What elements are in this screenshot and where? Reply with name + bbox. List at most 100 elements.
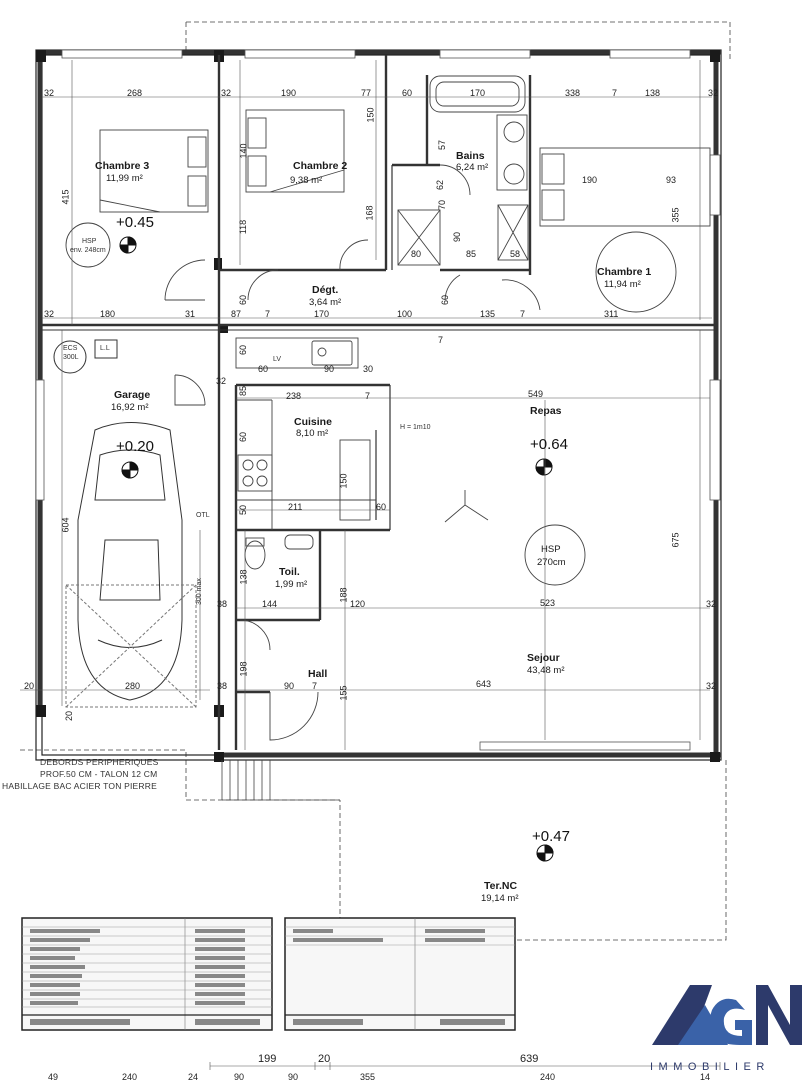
level-chambre3: +0.45 [116,214,154,231]
room-area-chambre2: 9,38 m² [290,175,323,186]
dim-label: 31 [185,309,196,319]
dim-label: 38 [217,599,228,609]
room-label-bains: Bains [456,150,485,162]
hsp-circles [65,222,677,586]
dim-label: 20 [64,710,75,722]
hsp-note-sejour: 270cm [537,557,566,568]
dim-label: 60 [376,502,387,512]
dim-label: 20 [24,681,35,691]
dim-label: 280 [125,681,141,691]
vent-symbol [444,490,489,523]
room-label-hall: Hall [308,668,328,680]
dim-label: 62 [435,179,446,191]
dim-label: 198 [238,661,249,677]
dim-label: 355 [360,1072,376,1082]
door-swings [164,164,541,741]
ecs-volume-label: 300L [63,354,79,361]
room-area-garage: 16,92 m² [111,402,149,413]
dim-label: 311 [604,309,619,319]
dim-label: 38 [217,681,228,691]
hsp-label-sejour: HSP [541,544,561,555]
dim-label: 14 [700,1072,711,1082]
dim-label: 58 [510,249,521,259]
dim-label: 49 [48,1072,59,1082]
dim-label: 190 [582,175,598,185]
room-label-degt: Dégt. [312,284,339,296]
dim-label: 7 [312,681,318,691]
dim-label: 138 [645,88,661,98]
dim-label: 168 [364,205,375,221]
dim-label: 268 [127,88,143,98]
dim-label: 523 [540,598,556,608]
dimension-lines [20,60,721,1070]
ecs-label: ECS [63,345,78,352]
dim-label: 85 [466,249,477,259]
dim-label: 50 [238,504,249,516]
note-line-3: HABILLAGE BAC ACIER TON PIERRE [2,781,157,791]
room-label-toil: Toil. [279,566,300,578]
agn-logo [652,985,802,1045]
room-label-terrace: Ter.NC [484,880,518,892]
dim-label: 135 [480,309,496,319]
level-repas: +0.64 [530,436,568,453]
dim-label: 90 [452,231,463,243]
dim-label: 60 [258,364,269,374]
dim-label: 90 [288,1072,299,1082]
car-drawing [53,339,197,708]
dim-label: 32 [221,88,232,98]
otl-label: OTL [196,512,210,519]
dim-label: 57 [437,139,448,151]
dim-label: 60 [402,88,413,98]
dim-label: 7 [365,391,371,401]
garage-door-label: 300 max [196,578,203,605]
brand-word: IMMOBILIER [650,1061,770,1073]
room-label-sejour: Sejour [527,652,560,664]
hsp-note-chambre3: env. 248cm [70,247,106,254]
dim-label: 77 [361,88,372,98]
dim-label: 211 [288,502,303,512]
dim-label: 138 [238,569,249,585]
dim-label: 100 [397,309,413,319]
room-label-garage: Garage [114,389,151,401]
dim-label: 604 [60,517,71,533]
room-area-chambre3: 11,99 m² [106,173,143,184]
dim-label: 24 [188,1072,199,1082]
room-area-toil: 1,99 m² [275,579,308,590]
dim-label: 549 [528,389,544,399]
dim-label: 240 [540,1072,556,1082]
dim-label: 60 [238,431,249,443]
kitchen-fixtures [235,337,376,530]
ll-label: L.L [100,345,110,352]
room-label-cuisine: Cuisine [294,416,332,428]
dim-label: 170 [470,88,486,98]
level-terrace: +0.47 [532,828,570,845]
dim-label: 60 [238,344,249,356]
dim-label: 20 [318,1053,331,1065]
dim-label: 643 [476,679,492,689]
area-table-left [21,917,273,1031]
dim-label: 90 [284,681,295,691]
dim-label: 639 [520,1053,539,1065]
dim-label: 180 [100,309,116,319]
dim-label: 240 [122,1072,138,1082]
dim-label: 7 [520,309,526,319]
interior-walls [42,55,715,750]
cuisine-height-label: H = 1m10 [400,424,431,431]
dim-label: 7 [612,88,618,98]
dim-label: 32 [708,88,719,98]
dim-label: 32 [44,88,55,98]
dim-label: 675 [670,532,681,548]
lv-label: LV [273,356,282,363]
dim-label: 150 [365,107,376,123]
dim-label: 80 [411,249,422,259]
dim-label: 32 [706,681,717,691]
dim-label: 7 [265,309,271,319]
level-markers [119,236,554,862]
dim-label: 170 [314,309,330,319]
hsp-label-chambre3: HSP [82,238,97,245]
dim-label: 87 [231,309,242,319]
room-area-cuisine: 8,10 m² [296,428,329,439]
dim-label: 60 [238,294,249,306]
dim-label: 120 [350,599,366,609]
